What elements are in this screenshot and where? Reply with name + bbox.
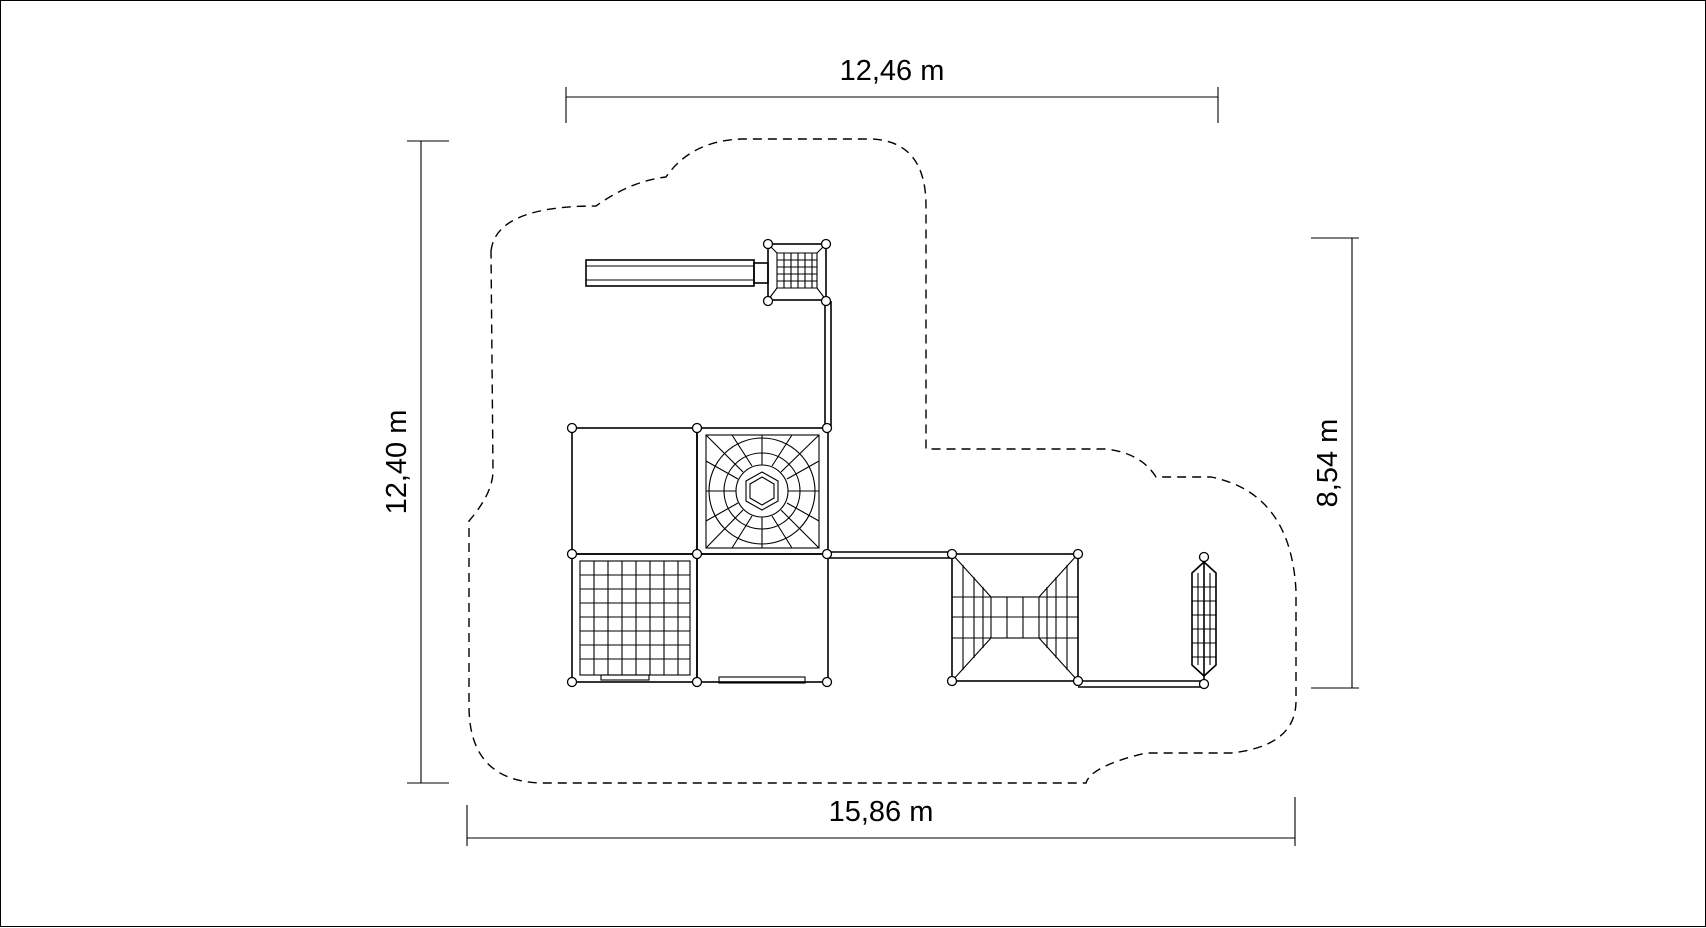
connector-horizontal [828, 551, 952, 559]
platform-top-left [571, 427, 698, 555]
dimension-left: 12,40 m [381, 140, 449, 784]
ladder-net [1191, 558, 1217, 681]
dimension-top-label: 12,46 m [840, 55, 945, 87]
tower-small-net [767, 243, 827, 301]
dimension-right: 8,54 m [1311, 237, 1359, 689]
pyramid-net [951, 553, 1079, 682]
connector-vertical [824, 301, 832, 426]
slide [585, 259, 769, 287]
dimension-bottom: 15,86 m [466, 796, 1296, 846]
cargo-net-square [571, 553, 698, 683]
dimension-left-label: 12,40 m [381, 410, 413, 515]
dimension-right-label: 8,54 m [1312, 419, 1344, 508]
connector-right [1078, 680, 1204, 688]
posts [566, 238, 1210, 690]
safety-zone-outline [468, 138, 1297, 784]
dimension-top: 12,46 m [565, 55, 1219, 123]
spider-web-net [696, 427, 829, 555]
dimension-bottom-label: 15,86 m [829, 796, 934, 828]
platform-bottom-middle [696, 553, 829, 684]
